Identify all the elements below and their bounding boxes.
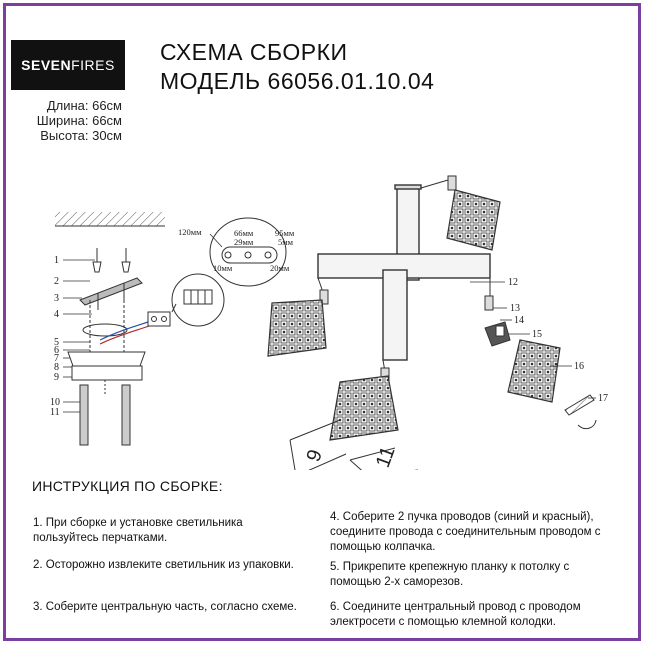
part-number-4: 4 xyxy=(54,309,59,320)
logo-text-seven: SEVEN xyxy=(21,57,72,73)
assembly-diagram: 1 2 3 4 5 6 7 8 9 10 11 120мм 66мм 95мм … xyxy=(50,175,608,470)
part-number-8: 8 xyxy=(54,362,59,373)
logo-text-fires: FIRES xyxy=(71,57,115,73)
bar-detail-labels: 120мм 66мм 95мм 29мм 5мм 10мм 20мм xyxy=(178,227,295,273)
instruction-step-5: 5. Прикрепите крепежную планку к потолку… xyxy=(330,561,570,588)
shade-cube-right xyxy=(507,339,561,403)
dimension-length: Длина: 66см xyxy=(46,98,122,113)
part-number-17: 17 xyxy=(598,393,608,404)
instruction-step-4: 4. Соберите 2 пучка проводов (синий и кр… xyxy=(330,511,601,553)
chandelier-frame xyxy=(317,179,491,373)
dimensions-block: Длина: 66см Ширина: 66см Высота: 30см xyxy=(12,98,122,143)
instruction-step-2: 2. Осторожно извлеките светильник из упа… xyxy=(33,559,294,571)
title-line-2: МОДЕЛЬ 66056.01.10.04 xyxy=(160,68,435,94)
part-number-9: 9 xyxy=(54,372,59,383)
dim-label-120: 120мм xyxy=(178,227,202,237)
dimension-height: Высота: 30см xyxy=(40,128,122,143)
screws-group xyxy=(92,248,131,273)
part-number-2: 2 xyxy=(54,276,59,287)
cube-dimension-lines xyxy=(289,419,418,470)
instruction-step-6: 6. Соедините центральный провод с провод… xyxy=(330,601,581,628)
part-number-13: 13 xyxy=(510,303,520,314)
dim-label-29: 29мм xyxy=(234,237,254,247)
part-number-6: 6 xyxy=(54,345,59,356)
instruction-step-1: 1. При сборке и установке светильника по… xyxy=(33,517,243,544)
part-leaders-left xyxy=(63,259,95,413)
part-number-11: 11 xyxy=(50,407,60,418)
rods xyxy=(79,380,131,446)
dim-label-10: 10мм xyxy=(213,263,233,273)
ceiling xyxy=(55,212,165,227)
bar-detail-drawing xyxy=(209,217,287,287)
part-leaders-right xyxy=(470,281,596,399)
canopy xyxy=(67,300,161,381)
part-number-16: 16 xyxy=(574,361,584,372)
part-number-12: 12 xyxy=(508,277,518,288)
dim-label-95: 95мм xyxy=(275,228,295,238)
mounting-bar xyxy=(79,277,143,310)
instruction-step-3: 3. Соберите центральную часть, согласно … xyxy=(33,601,297,613)
lamp-holders xyxy=(319,175,494,383)
part-numbers-left: 1 2 3 4 5 6 7 8 9 10 11 xyxy=(50,255,60,418)
part-number-5: 5 xyxy=(54,337,59,348)
shade-cube-left xyxy=(267,299,327,357)
part-number-10: 10 xyxy=(50,397,60,408)
dim-label-5: 5мм xyxy=(278,237,294,247)
dim-label-20: 20мм xyxy=(270,263,290,273)
part-number-3: 3 xyxy=(54,293,59,304)
dimension-width: Ширина: 66см xyxy=(36,113,122,128)
shade-cube-top xyxy=(446,189,501,251)
page-title: СХЕМА СБОРКИ МОДЕЛЬ 66056.01.10.04 xyxy=(160,38,434,96)
page-border xyxy=(3,3,641,641)
shade-cube-bottom xyxy=(329,375,399,441)
cube-dim-11: 11 xyxy=(372,444,400,470)
cube-dim-9: 9 xyxy=(303,447,327,465)
tool-part-17 xyxy=(564,394,597,430)
part-number-7: 7 xyxy=(54,353,59,364)
zoom-detail-terminal xyxy=(171,273,225,327)
dim-label-66: 66мм xyxy=(234,228,254,238)
part-number-14: 14 xyxy=(514,315,524,326)
title-line-1: СХЕМА СБОРКИ xyxy=(160,39,348,65)
part-number-1: 1 xyxy=(54,255,59,266)
instructions-heading: ИНСТРУКЦИЯ ПО СБОРКЕ: xyxy=(32,478,223,494)
part-number-15: 15 xyxy=(532,329,542,340)
bulb-detail xyxy=(484,321,511,347)
part-numbers-right: 12 13 14 15 16 17 xyxy=(508,277,608,404)
terminal-block xyxy=(147,311,171,327)
cube-dimension-labels: 9 11 xyxy=(303,444,400,470)
